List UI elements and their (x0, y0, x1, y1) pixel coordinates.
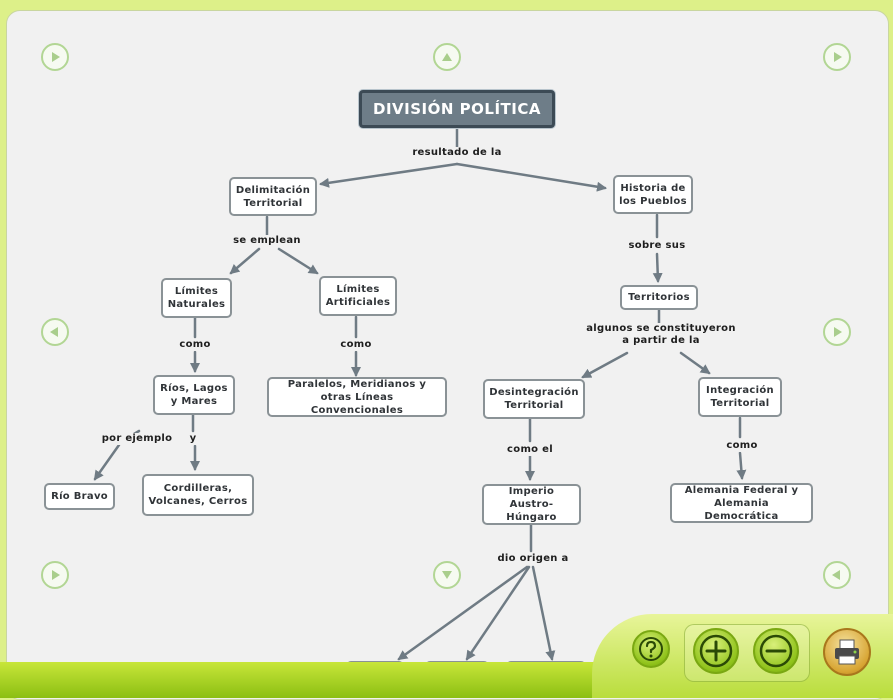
pan-down-button[interactable] (433, 561, 461, 589)
pan-up-right-button[interactable] (823, 43, 851, 71)
root-node-division-politica[interactable]: DIVISIÓN POLÍTICA (359, 90, 555, 128)
link-label-como-integracion: como (724, 440, 760, 452)
arrow-right-icon (52, 52, 60, 62)
link-label-resultado: resultado de la (410, 147, 504, 159)
link-label-como-naturales: como (177, 339, 213, 351)
node-rio-bravo[interactable]: Río Bravo (44, 483, 115, 510)
link-label-y: y (187, 433, 199, 445)
link-label-algunos-se-constituyeron: algunos se constituyeron a partir de la (584, 323, 738, 347)
concept-map-canvas: DIVISIÓN POLÍTICA Delimitación Territori… (6, 10, 889, 700)
link-label-como-artificiales: como (338, 339, 374, 351)
zoom-out-button[interactable] (753, 628, 799, 674)
zoom-in-button[interactable] (693, 628, 739, 674)
node-cordilleras-volcanes-cerros[interactable]: Cordilleras, Volcanes, Cerros (142, 474, 254, 516)
node-delimitacion-territorial[interactable]: Delimitación Territorial (229, 177, 317, 216)
node-alemania-federal-democratica[interactable]: Alemania Federal y Alemania Democrática (670, 483, 813, 523)
arrow-up-icon (442, 53, 452, 61)
pan-down-right-button[interactable] (823, 561, 851, 589)
plus-icon (699, 634, 733, 668)
printer-icon (835, 639, 859, 665)
pan-right-button[interactable] (823, 318, 851, 346)
minus-icon (759, 634, 793, 668)
concept-map-edges (93, 127, 747, 661)
arrow-right-icon (834, 327, 842, 337)
link-label-como-el: como el (505, 444, 555, 456)
node-rios-lagos-mares[interactable]: Ríos, Lagos y Mares (153, 375, 235, 415)
node-desintegracion-territorial[interactable]: Desintegración Territorial (483, 379, 585, 419)
link-label-dio-origen: dio origen a (495, 553, 571, 565)
node-paralelos-meridianos[interactable]: Paralelos, Meridianos y otras Líneas Con… (267, 377, 447, 417)
arrow-left-icon (50, 327, 58, 337)
pan-up-left-button[interactable] (41, 43, 69, 71)
node-imperio-austro-hungaro[interactable]: Imperio Austro-Húngaro (482, 484, 581, 525)
question-icon (639, 637, 663, 661)
link-label-sobre-sus: sobre sus (626, 240, 688, 252)
arrow-right-icon (52, 570, 60, 580)
link-label-se-emplean: se emplean (231, 235, 303, 247)
print-button[interactable] (823, 628, 871, 676)
link-label-por-ejemplo: por ejemplo (99, 433, 175, 445)
node-integracion-territorial[interactable]: Integración Territorial (698, 377, 782, 417)
arrow-right-icon (834, 52, 842, 62)
node-territorios[interactable]: Territorios (620, 285, 698, 310)
arrow-left-icon (832, 570, 840, 580)
help-button[interactable] (632, 630, 670, 668)
arrow-down-icon (442, 571, 452, 579)
node-historia-de-los-pueblos[interactable]: Historia de los Pueblos (613, 175, 693, 214)
node-limites-artificiales[interactable]: Límites Artificiales (319, 276, 397, 316)
pan-up-button[interactable] (433, 43, 461, 71)
node-limites-naturales[interactable]: Límites Naturales (161, 278, 232, 318)
pan-left-button[interactable] (41, 318, 69, 346)
pan-down-left-button[interactable] (41, 561, 69, 589)
